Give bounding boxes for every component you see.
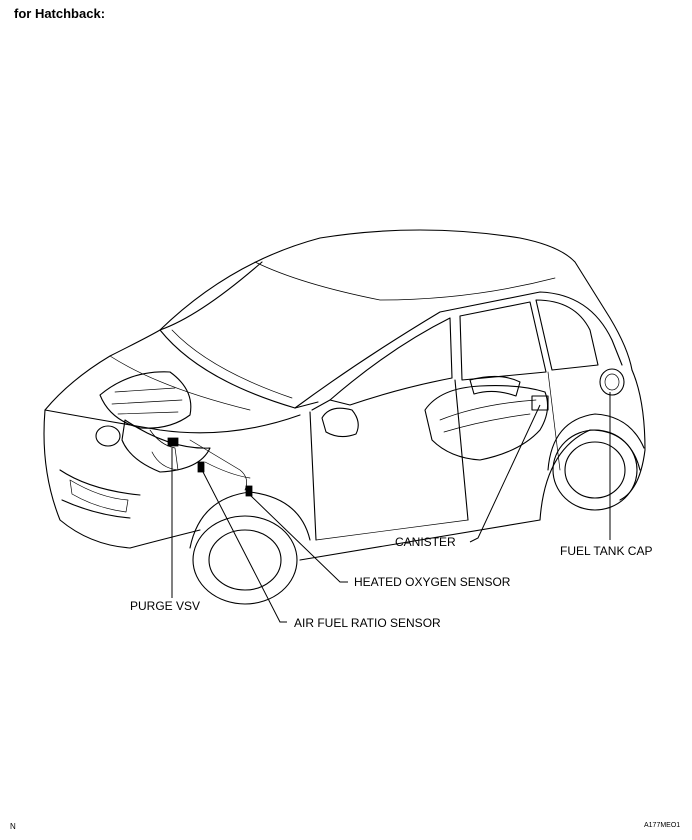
leader-lines	[171, 392, 611, 623]
purge-vsv-label: PURGE VSV	[130, 599, 200, 613]
heated-oxygen-sensor-part	[245, 485, 253, 497]
front-wheel	[189, 491, 311, 605]
fuel-tank-cap-label: FUEL TANK CAP	[560, 544, 652, 558]
purge-vsv-part	[167, 437, 179, 447]
rear-wheel	[547, 413, 645, 511]
fuel-tank-cap-part	[599, 368, 625, 396]
footer-left-code: N	[10, 822, 16, 831]
car-body	[43, 229, 646, 561]
footer-figure-id: A177MEO1	[644, 822, 681, 829]
air-fuel-ratio-sensor-part	[197, 461, 205, 473]
heated-oxygen-sensor-label: HEATED OXYGEN SENSOR	[354, 575, 511, 589]
page-heading: for Hatchback:	[14, 6, 106, 21]
fuel-tank-area	[424, 375, 549, 461]
air-fuel-ratio-sensor-label: AIR FUEL RATIO SENSOR	[294, 616, 441, 630]
engine-bay	[95, 371, 251, 491]
canister-label: CANISTER	[395, 535, 456, 549]
